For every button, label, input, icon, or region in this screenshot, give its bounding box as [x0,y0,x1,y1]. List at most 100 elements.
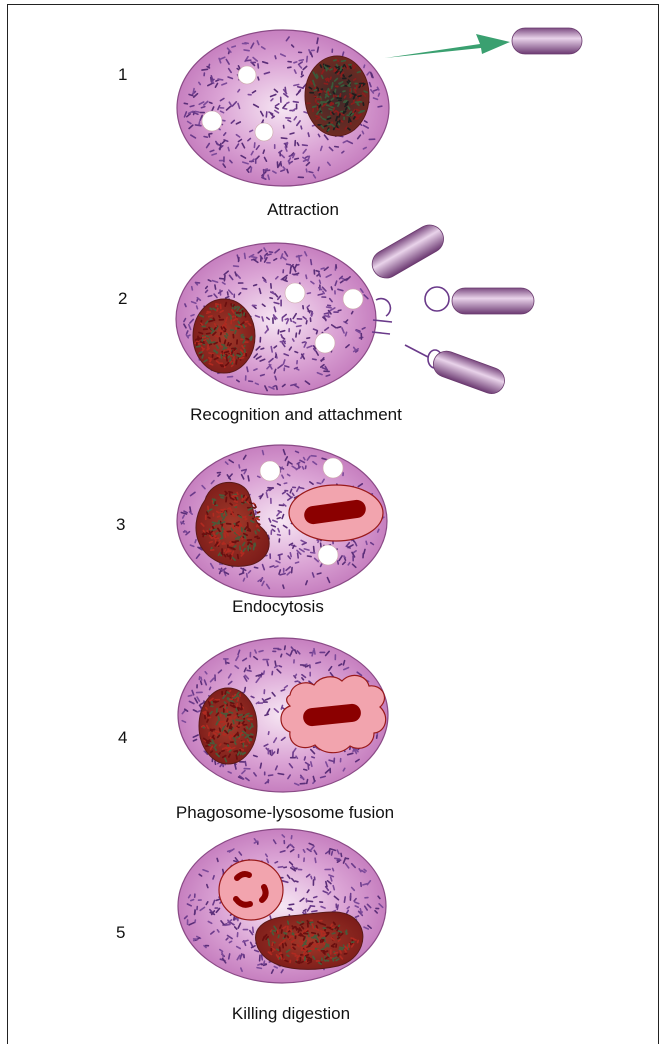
granule-dot [345,950,346,952]
granule-dot [294,85,299,86]
granule-dot [338,310,341,311]
stage-5: 5 Killing digestion [116,829,386,1023]
granule-dot [214,343,217,344]
granule-dot [338,104,339,106]
granule-dot [272,943,273,946]
granule-dot [350,67,351,69]
granule-dot [312,313,313,316]
granule-dot [288,474,290,475]
granule-dot [227,719,228,722]
granule-dot [335,953,338,954]
granule-dot [239,722,240,724]
granule-dot [257,519,259,520]
granule-dot [346,108,347,110]
granule-dot [254,544,255,546]
granule-dot [202,726,204,727]
granule-dot [241,742,245,743]
granule-dot [231,304,232,306]
granule-dot [342,61,346,62]
granule-dot [229,712,232,713]
granule-dot [213,499,214,503]
granule-dot [277,949,279,950]
granule-dot [347,65,348,69]
granule-dot [225,691,226,694]
granule-dot [378,106,382,107]
granule-dot [307,56,308,61]
granule-dot [278,330,279,334]
granule-dot [318,950,320,951]
granule-dot [270,298,272,299]
granule-dot [207,512,208,514]
granule-dot [330,103,331,105]
granule-dot [238,725,241,726]
granule-dot [244,50,249,51]
granule-dot [306,169,307,172]
granule-dot [349,75,351,76]
granule-dot [333,868,334,870]
granule-dot [308,901,313,902]
granule-dot [209,321,213,322]
granule-dot [261,348,264,349]
stage-number: 1 [118,65,127,84]
granule-dot [241,704,242,706]
granule-dot [326,65,328,66]
granule-dot [278,935,279,937]
granule-dot [220,495,224,496]
granule-dot [265,170,269,171]
granule-dot [268,939,269,941]
granule-dot [210,102,212,103]
granule-dot [283,940,285,942]
granule-dot [222,751,224,752]
granule-dot [247,367,248,371]
granule-dot [246,339,248,340]
granule-dot [238,715,242,716]
granule-dot [294,62,297,63]
granule-dot [210,359,211,361]
granule-dot [262,317,263,321]
granule-dot [301,962,303,963]
granule-dot [243,340,244,342]
granule-dot [236,326,240,327]
granule-dot [318,134,319,136]
granule-dot [246,60,251,61]
granule-dot [325,316,330,317]
granule-dot [235,331,236,334]
granule-dot [230,362,232,363]
granule-dot [265,714,268,715]
granule-dot [321,932,322,936]
granule-dot [262,955,263,960]
granule-dot [195,911,196,915]
digested-fragment [237,874,249,878]
granule-dot [311,82,312,84]
granule-dot [232,748,235,749]
granule-dot [221,327,222,329]
granule-dot [225,550,226,552]
granule-dot [338,561,339,564]
granule-dot [211,729,212,731]
granule-dot [378,529,379,532]
granule-dot [354,79,356,80]
granule-dot [311,553,315,554]
granule-dot [311,456,316,457]
granule-dot [268,732,269,735]
granule-dot [228,148,229,151]
granule-dot [362,131,363,133]
granule-dot [243,753,246,754]
granule-dot [309,172,313,173]
granule-dot [195,920,196,923]
granule-dot [195,111,199,112]
granule-dot [332,933,335,934]
granule-dot [212,79,214,80]
granule-dot [233,305,234,307]
stage-3: 3 Endocytosis [116,445,387,616]
granule-dot [223,870,224,874]
granule-dot [337,861,339,862]
granule-dot [288,921,289,924]
granule-dot [351,938,354,939]
granule-dot [268,254,271,255]
granule-dot [263,451,264,455]
granule-dot [338,938,340,939]
granule-dot [264,671,265,674]
granule-dot [209,316,212,317]
granule-dot [275,661,276,665]
